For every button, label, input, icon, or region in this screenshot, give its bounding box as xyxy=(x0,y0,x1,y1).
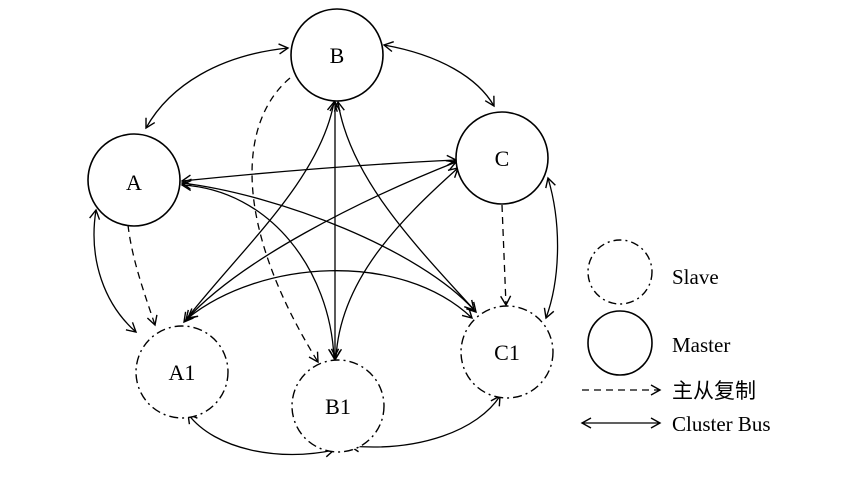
master-node-b[interactable]: B xyxy=(290,8,384,102)
master-node-a[interactable]: A xyxy=(87,133,181,227)
bus-edge-a1-c1 xyxy=(186,270,474,319)
master-node-c[interactable]: C xyxy=(455,111,549,205)
bus-edge-a1-b1 xyxy=(187,412,336,458)
bus-edge-c-b1 xyxy=(330,167,460,360)
bus-edge-c-c1 xyxy=(543,176,559,320)
legend-cluster-bus-label: Cluster Bus xyxy=(672,412,771,436)
legend-master-label: Master xyxy=(672,333,730,357)
bus-edge-a-a1 xyxy=(89,208,138,333)
node-label-a: A xyxy=(126,170,142,195)
legend-cluster-bus: Cluster Bus xyxy=(580,412,771,436)
legend-master-symbol xyxy=(587,310,653,376)
legend: Slave Master 主从复制 Cluster Bus xyxy=(580,239,771,436)
node-label-c1: C1 xyxy=(494,340,520,365)
node-label-a1: A1 xyxy=(169,360,196,385)
slave-node-b1[interactable]: B1 xyxy=(291,359,385,453)
node-label-c: C xyxy=(495,146,510,171)
bus-edge-b1-c1 xyxy=(348,394,501,453)
legend-slave: Slave xyxy=(587,239,719,305)
slave-node-a1[interactable]: A1 xyxy=(135,325,229,419)
legend-master: Master xyxy=(587,310,730,376)
replication-edge-a-a1 xyxy=(127,224,158,327)
legend-replication-label: 主从复制 xyxy=(672,379,756,403)
node-label-b: B xyxy=(330,43,345,68)
node-label-b1: B1 xyxy=(325,394,351,419)
legend-replication: 主从复制 xyxy=(582,379,756,403)
bus-edge-a-c1 xyxy=(180,178,475,312)
replication-edge-b-b1 xyxy=(251,77,319,364)
bus-edge-a-b xyxy=(145,43,290,130)
legend-slave-label: Slave xyxy=(672,265,719,289)
slave-node-c1[interactable]: C1 xyxy=(460,305,554,399)
bus-edge-a-c xyxy=(180,154,458,186)
bus-edge-b-c xyxy=(382,41,495,108)
replication-edge-c-c1 xyxy=(500,204,512,307)
legend-slave-symbol xyxy=(587,239,653,305)
